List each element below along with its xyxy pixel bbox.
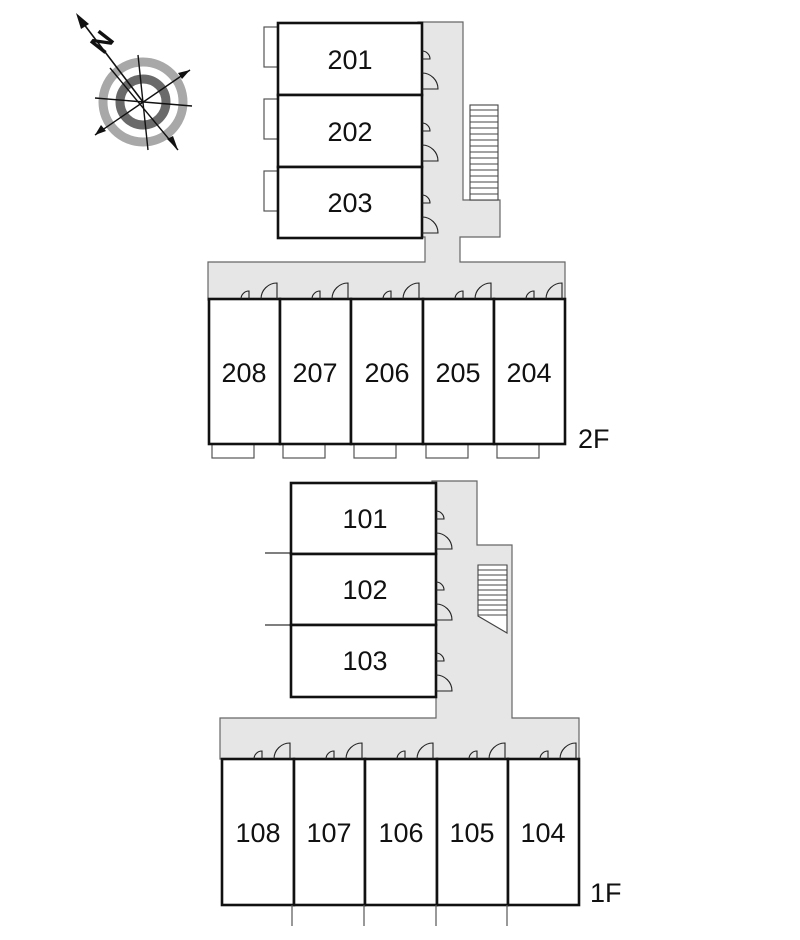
unit-label: 101 xyxy=(342,504,387,534)
compass-inner-ring xyxy=(115,74,171,130)
unit-label: 203 xyxy=(327,188,372,218)
unit-205: 205 xyxy=(421,297,496,459)
unit-102: 102 xyxy=(265,552,438,627)
door-icon xyxy=(435,652,453,692)
unit-208: 208 xyxy=(207,297,282,459)
unit-label: 106 xyxy=(378,818,423,848)
unit-label: 103 xyxy=(342,646,387,676)
unit-103: 103 xyxy=(289,623,438,699)
door-icon xyxy=(435,581,453,621)
unit-label: 204 xyxy=(506,358,551,388)
unit-108: 108 xyxy=(220,757,296,907)
unit-label: 107 xyxy=(306,818,351,848)
stairs-2f-icon xyxy=(469,104,499,201)
door-icon xyxy=(421,122,439,162)
unit-label: 104 xyxy=(520,818,565,848)
door-icon xyxy=(421,194,439,234)
north-label: N xyxy=(84,25,120,59)
door-icon xyxy=(421,50,439,90)
unit-203: 203 xyxy=(263,165,424,240)
unit-label: 208 xyxy=(221,358,266,388)
unit-label: 205 xyxy=(435,358,480,388)
door-icon xyxy=(525,282,563,300)
doors-1f-top xyxy=(435,510,453,692)
door-icon xyxy=(240,282,278,300)
unit-202: 202 xyxy=(263,93,424,169)
compass-outer-ring xyxy=(98,57,188,147)
unit-label: 105 xyxy=(449,818,494,848)
door-icon xyxy=(382,282,420,300)
unit-206: 206 xyxy=(349,297,425,459)
unit-105: 105 xyxy=(435,757,510,926)
floor-label-1f: 1F xyxy=(590,878,622,908)
door-icon xyxy=(435,510,453,550)
unit-label: 102 xyxy=(342,575,387,605)
unit-106: 106 xyxy=(363,757,439,926)
door-icon xyxy=(468,742,506,760)
stairs-1f-icon xyxy=(477,564,508,634)
unit-label: 108 xyxy=(235,818,280,848)
compass-icon: N xyxy=(76,13,193,151)
unit-label: 206 xyxy=(364,358,409,388)
door-icon xyxy=(396,742,434,760)
unit-107: 107 xyxy=(291,757,367,926)
floor-label-2f: 2F xyxy=(578,424,610,454)
door-icon xyxy=(539,742,577,760)
unit-201: 201 xyxy=(263,21,424,97)
unit-101: 101 xyxy=(265,481,438,556)
door-icon xyxy=(311,282,349,300)
unit-204: 204 xyxy=(492,297,567,459)
unit-104: 104 xyxy=(506,757,581,926)
door-icon xyxy=(325,742,363,760)
door-icon xyxy=(253,742,291,760)
doors-1f-bottom xyxy=(253,742,577,760)
unit-label: 201 xyxy=(327,45,372,75)
door-icon xyxy=(454,282,492,300)
unit-label: 202 xyxy=(327,117,372,147)
doors-2f-bottom xyxy=(240,282,563,300)
north-arrow-icon xyxy=(79,18,144,103)
unit-207: 207 xyxy=(278,297,353,459)
unit-label: 207 xyxy=(292,358,337,388)
doors-2f-top xyxy=(421,50,439,234)
